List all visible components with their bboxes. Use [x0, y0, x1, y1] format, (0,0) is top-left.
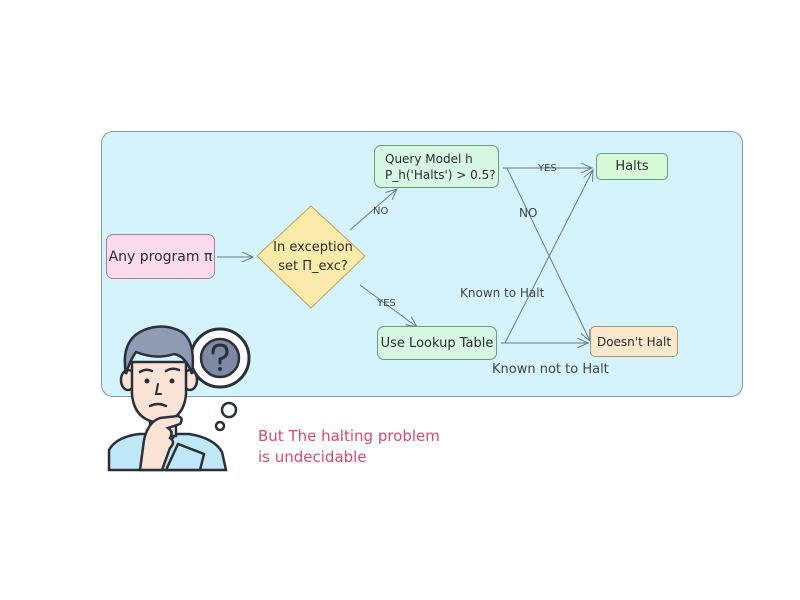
edge-query-nohalt: [503, 167, 590, 341]
caption-text: But The halting problem is undecidable: [258, 426, 440, 468]
edge-label-known-not-to-halt: Known not to Halt: [492, 362, 609, 377]
thinking-person-icon: [107, 325, 251, 472]
decision-line-1: In exception: [273, 240, 353, 255]
edge-decision-query: [349, 189, 397, 231]
edge-decision-lookup: [359, 284, 417, 327]
edge-label-decision-no: NO: [373, 206, 389, 217]
query-model-node: Query Model h P_h('Halts') > 0.5?: [374, 145, 499, 188]
query-line-2: P_h('Halts') > 0.5?: [385, 167, 496, 182]
lookup-table-node: Use Lookup Table: [377, 326, 497, 360]
doesnt-halt-node: Doesn't Halt: [590, 326, 678, 357]
halts-node: Halts: [596, 153, 668, 180]
edge-label-known-to-halt: Known to Halt: [460, 286, 545, 300]
caption-line-2: is undecidable: [258, 448, 367, 466]
edge-lookup-halts: [501, 170, 593, 344]
edge-label-decision-yes: YES: [377, 298, 396, 309]
decision-diamond: [256, 205, 366, 309]
start-node: Any program π: [106, 234, 215, 279]
decision-line-2: set Π_exc?: [278, 259, 348, 274]
question-mark-icon: [189, 327, 251, 389]
decision-node-text: In exception set Π_exc?: [258, 236, 368, 278]
edge-label-query-yes: YES: [538, 163, 557, 174]
edge-label-query-no: NO: [519, 206, 538, 220]
query-line-1: Query Model h: [385, 151, 473, 166]
caption-line-1: But The halting problem: [258, 427, 440, 445]
